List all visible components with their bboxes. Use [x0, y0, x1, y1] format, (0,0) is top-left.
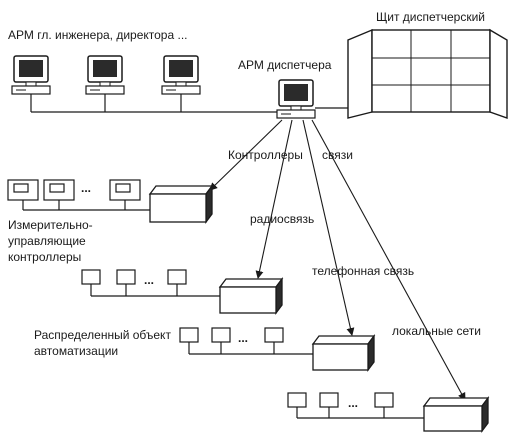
link-arrows: [209, 119, 466, 401]
engineer-workstation-2: [85, 55, 125, 95]
modem-block-local: [422, 396, 490, 433]
ellipsis-measuring: ...: [81, 181, 92, 195]
ellipsis-local: ...: [348, 396, 359, 410]
radio-controllers-bus: [90, 284, 220, 297]
modem-block-controllers: [148, 184, 214, 224]
measuring-controllers-label-line3: контроллеры: [8, 250, 82, 264]
modem-block-radio: [218, 277, 284, 315]
dispatcher-workstation: [276, 79, 316, 119]
modem-block-telephone: [311, 334, 376, 372]
ellipsis-radio: ...: [144, 273, 155, 287]
telephone-label: телефонная связь: [312, 264, 415, 278]
engineer-workstation-1: [11, 55, 51, 95]
local-network-controllers: [287, 392, 394, 408]
distributed-controllers-bus: [188, 342, 313, 355]
radio-controllers: [81, 269, 187, 285]
dispatch-panel: [347, 28, 508, 119]
measuring-controllers: [7, 179, 141, 201]
workstation-bus: [30, 94, 370, 118]
engineer-workstation-3: [161, 55, 201, 95]
distributed-object-label-line1: Распределенный объект: [34, 328, 171, 342]
dispatcher-workstation-label: АРМ диспетчера: [238, 58, 332, 72]
radio-label: радиосвязь: [250, 212, 315, 226]
local-networks-label: локальные сети: [392, 324, 481, 338]
engineer-workstations-label: АРМ гл. инженера, директора ...: [8, 28, 188, 42]
dispatch-panel-label: Щит диспетчерский: [376, 10, 486, 24]
distributed-object-label-line2: автоматизации: [34, 344, 119, 358]
links-label: связи: [322, 148, 353, 162]
controllers-label: Контроллеры: [228, 148, 303, 162]
ellipsis-distributed: ...: [238, 331, 249, 345]
local-network-bus: [296, 407, 424, 419]
distributed-controllers: [179, 327, 284, 343]
measuring-controllers-label-line2: управляющие: [8, 234, 86, 248]
measuring-controllers-bus: [22, 200, 150, 211]
measuring-controllers-label-line1: Измерительно-: [8, 218, 93, 232]
